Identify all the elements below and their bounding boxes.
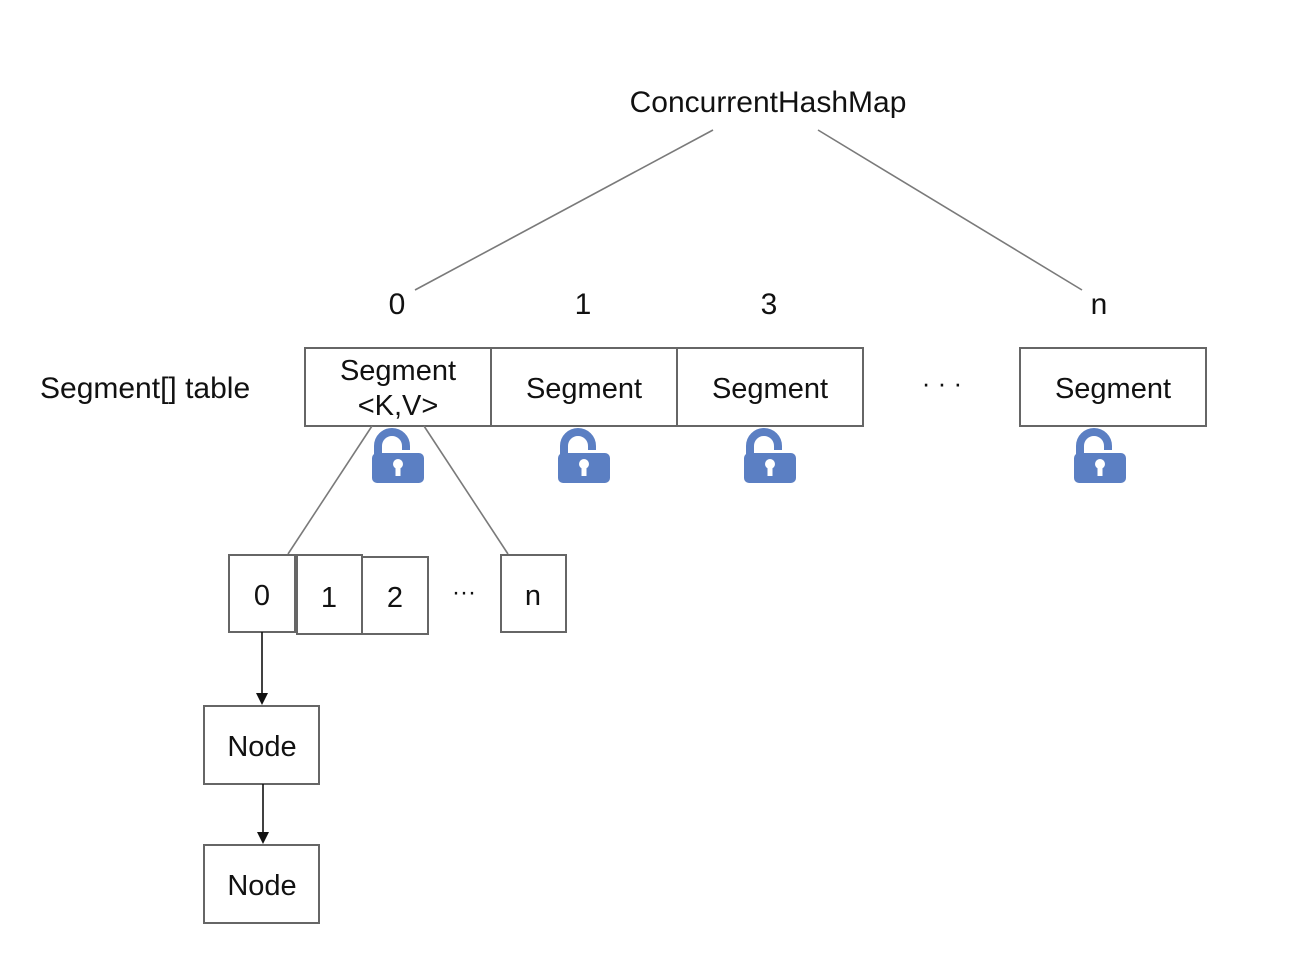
- unlocked-padlock-icon: [1074, 428, 1126, 483]
- unlocked-padlock-icon: [744, 428, 796, 483]
- node-box-1: [203, 705, 320, 785]
- map-title: ConcurrentHashMap: [630, 86, 907, 119]
- segment-box-n: [1019, 347, 1207, 427]
- segment-index-n: n: [1091, 288, 1108, 321]
- segment-0-label-line1: Segment: [340, 355, 456, 387]
- node-2-label: Node: [227, 870, 296, 902]
- node-box-2: [203, 844, 320, 924]
- bucket-box-2: [361, 556, 429, 635]
- segment-index-1: 1: [575, 288, 592, 321]
- bucket-box-1: [296, 554, 363, 635]
- bucket-ellipsis: ···: [452, 579, 476, 606]
- unlocked-padlock-icon: [558, 428, 610, 483]
- segment-0-label-line2: <K,V>: [358, 390, 439, 422]
- segment-1-label: Segment: [526, 373, 642, 405]
- segment-box-3: [676, 347, 864, 427]
- segment-n-label: Segment: [1055, 373, 1171, 405]
- title-to-segment-0-connector: [414, 129, 714, 291]
- segment-to-bucket-n-connector: [423, 425, 509, 555]
- segment-index-3: 3: [761, 288, 778, 321]
- unlocked-padlock-icon: [372, 428, 424, 483]
- segment-3-label: Segment: [712, 373, 828, 405]
- segment-ellipsis: · · ·: [922, 368, 962, 398]
- bucket-1-label: 1: [321, 582, 337, 614]
- bucket-2-label: 2: [387, 582, 403, 614]
- segment-box-1: [490, 347, 678, 427]
- bucket-n-label: n: [525, 580, 541, 612]
- segment-to-bucket-0-connector: [287, 425, 373, 555]
- title-to-segment-n-connector: [817, 129, 1083, 291]
- bucket-0-label: 0: [254, 580, 270, 612]
- node-1-label: Node: [227, 731, 296, 763]
- segment-box-0: [304, 347, 492, 427]
- segment-table-label: Segment[] table: [40, 372, 250, 405]
- bucket-box-n: [500, 554, 567, 633]
- segment-index-0: 0: [389, 288, 406, 321]
